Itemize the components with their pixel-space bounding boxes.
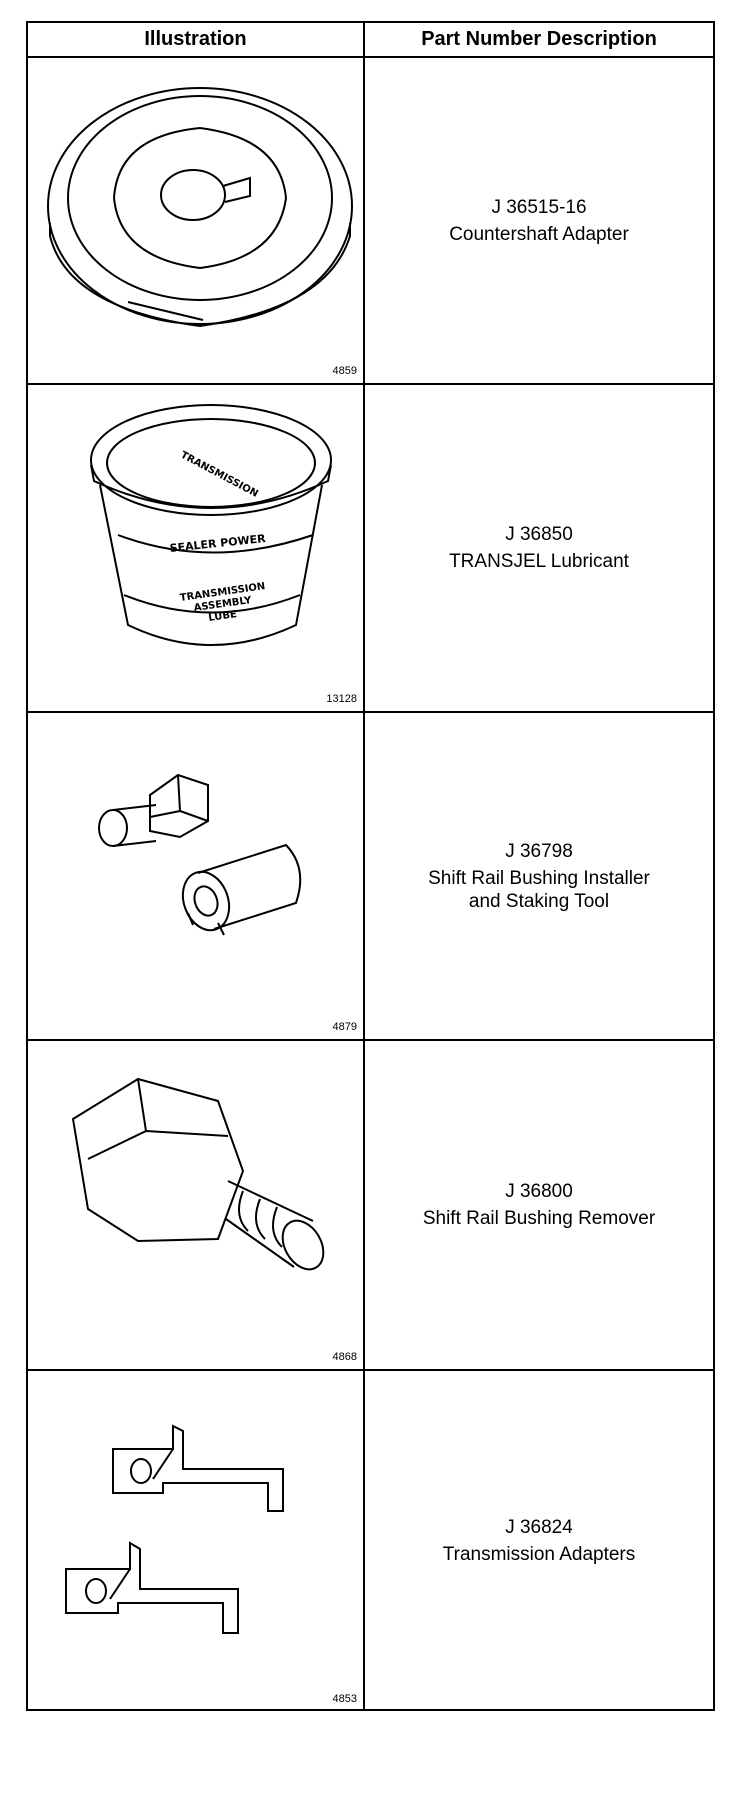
figure-number: 4853 [332, 1693, 357, 1705]
part-number: J 36798 [505, 840, 573, 862]
illustration-cell: 4879 [28, 713, 363, 1039]
description-cell: J 36800 Shift Rail Bushing Remover [365, 1041, 713, 1369]
table-row: 4859 J 36515-16 Countershaft Adapter [28, 58, 713, 385]
illustration-cell: TRANSMISSION SEALER POWER TRANSMISSION A… [28, 385, 363, 711]
part-description: Countershaft Adapter [449, 223, 629, 245]
header-part-number-description: Part Number Description [421, 28, 657, 50]
description-cell: J 36824 Transmission Adapters [365, 1371, 713, 1711]
description-cell: J 36798 Shift Rail Bushing Installer and… [365, 713, 713, 1039]
tub-lid-label: TRANSMISSION [179, 450, 260, 500]
part-description: Transmission Adapters [442, 1544, 636, 1565]
figure-number: 4859 [332, 365, 357, 377]
header-illustration: Illustration [144, 28, 247, 50]
description-cell: J 36850 TRANSJEL Lubricant [365, 385, 713, 711]
transmission-adapters-illustration [65, 1424, 284, 1634]
part-description: Shift Rail Bushing Remover [422, 1208, 656, 1229]
part-number: J 36850 [505, 524, 573, 545]
bushing-installer-illustration [98, 773, 302, 936]
illustration-cell: 4868 [28, 1041, 363, 1369]
part-number: J 36515-16 [491, 196, 587, 218]
table-row: 4853 J 36824 Transmission Adapters [28, 1371, 713, 1711]
table-row: 4868 J 36800 Shift Rail Bushing Remover [28, 1041, 713, 1371]
figure-number: 13128 [326, 693, 357, 705]
illustration-cell: 4853 [28, 1371, 363, 1711]
part-number: J 36824 [505, 1517, 573, 1538]
part-number: J 36800 [505, 1181, 573, 1202]
table-row: TRANSMISSION SEALER POWER TRANSMISSION A… [28, 385, 713, 713]
part-description: TRANSJEL Lubricant [449, 551, 629, 572]
part-description: Shift Rail Bushing Installer and Staking… [428, 867, 650, 912]
tub-label-line: LUBE [208, 609, 238, 624]
figure-number: 4868 [332, 1351, 357, 1363]
special-tools-table: Illustration Part Number Description 485… [26, 21, 715, 1711]
figure-number: 4879 [332, 1021, 357, 1033]
table-row: 4879 J 36798 Shift Rail Bushing Installe… [28, 713, 713, 1041]
countershaft-adapter-illustration [47, 87, 353, 328]
column-divider [363, 23, 365, 1709]
description-cell: J 36515-16 Countershaft Adapter [365, 58, 713, 383]
illustration-cell: 4859 [28, 58, 363, 383]
lubricant-tub-illustration: TRANSMISSION SEALER POWER TRANSMISSION A… [90, 404, 332, 646]
bushing-remover-illustration [71, 1077, 325, 1271]
table-header: Illustration Part Number Description [28, 23, 713, 58]
